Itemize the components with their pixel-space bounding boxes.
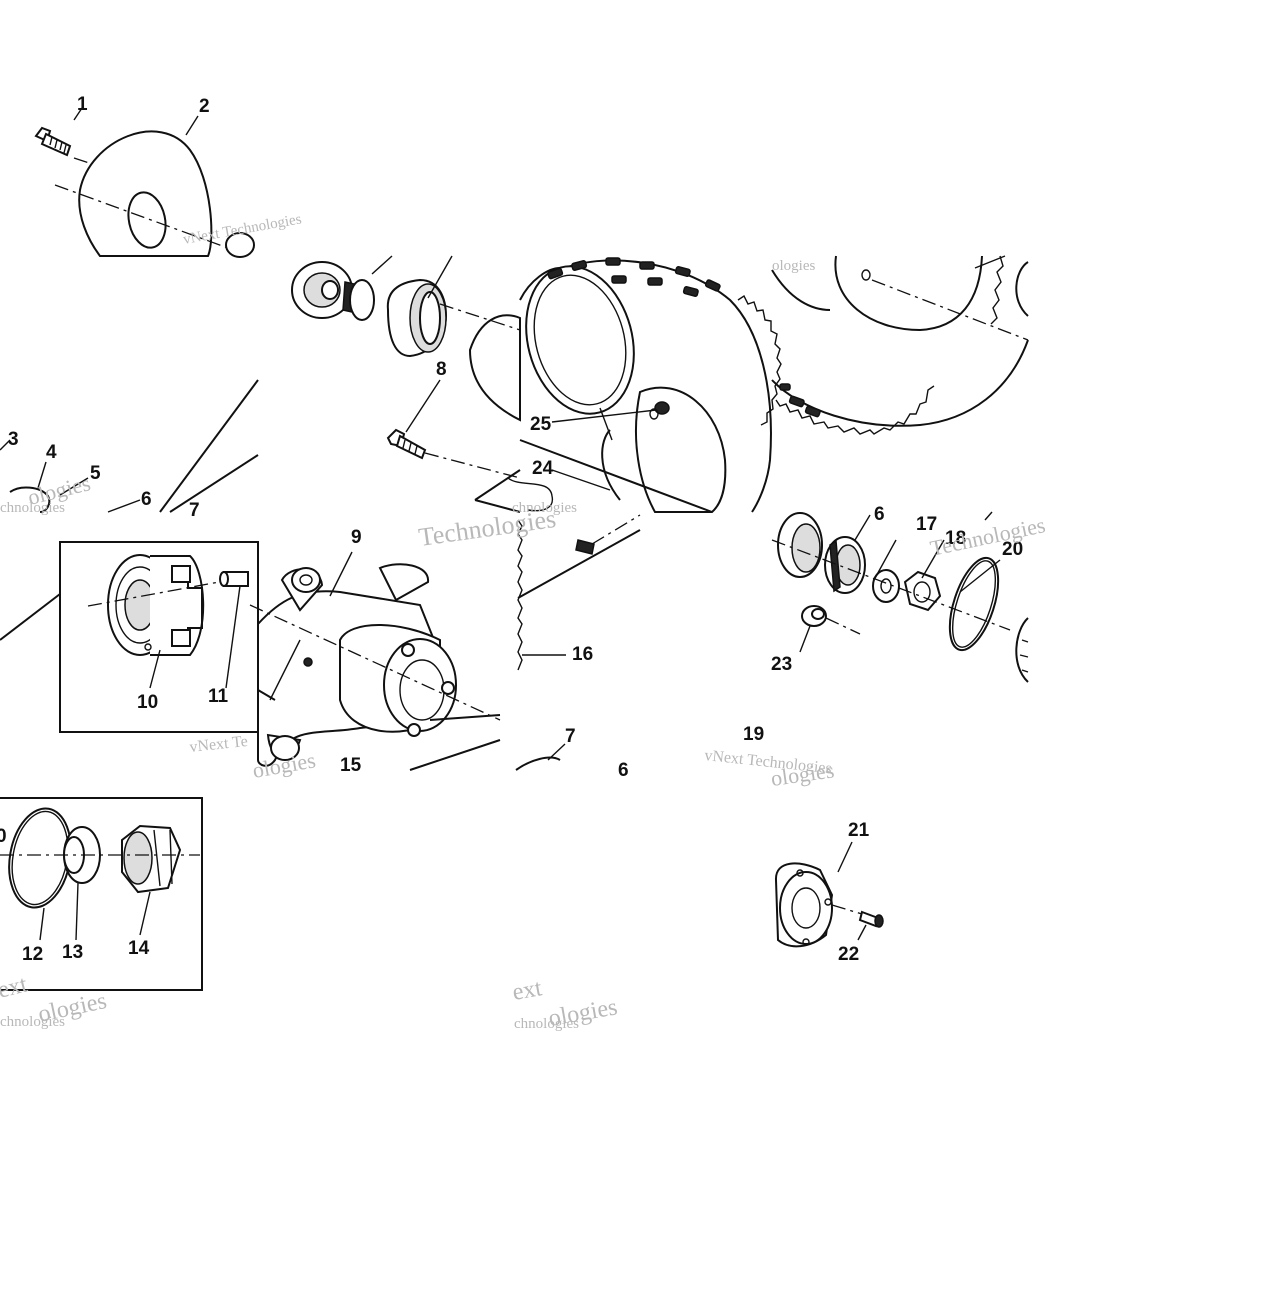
tire-part: [468, 257, 782, 513]
watermark-text: ologies: [547, 994, 620, 1032]
callout-23: 23: [771, 654, 792, 675]
callout-16: 16: [572, 644, 593, 665]
inset-frame-bottom: [0, 797, 203, 991]
callout-11: 11: [208, 686, 229, 707]
axis-line: [54, 184, 251, 257]
callout-6b: 6: [618, 760, 629, 781]
bolt-part-1: [34, 126, 72, 157]
callout-13: 13: [62, 942, 83, 963]
bolt-part-8: [386, 428, 427, 460]
tire-side-part: [771, 255, 1029, 435]
callout-21: 21: [848, 820, 870, 841]
callout-1: 1: [77, 94, 88, 115]
callout-24: 24: [532, 458, 554, 479]
callout-7b: 7: [565, 726, 576, 747]
bearing-cone-part-right: [824, 536, 866, 594]
bolt-part-22: [858, 910, 884, 928]
callout-3: 3: [8, 429, 19, 450]
watermark-text: vNext Te: [189, 733, 249, 756]
callout-19: 19: [743, 724, 764, 745]
pin-part-11: [219, 571, 249, 587]
hub-cap-part-21: [774, 862, 834, 948]
callout-6c: 6: [874, 504, 885, 525]
callout-5: 5: [90, 463, 101, 484]
drive-coupler-part-10: [107, 554, 205, 656]
o-ring-part-20: [948, 556, 1000, 652]
callout-10: 10: [137, 692, 158, 713]
callout-8: 8: [436, 359, 447, 380]
callout-14: 14: [128, 938, 150, 959]
callout-4: 4: [46, 442, 57, 463]
watermark-text: ologies: [36, 988, 109, 1028]
callout-7: 7: [189, 500, 200, 521]
watermark-text: ext: [0, 971, 30, 1003]
thrust-washer-part-2: [78, 130, 213, 257]
grease-fitting-part-23: [801, 605, 827, 627]
hub-part-9: [257, 563, 457, 767]
callout-22: 22: [838, 944, 859, 965]
valve-stem-part: [575, 539, 595, 555]
callout-0: 0: [0, 826, 7, 847]
callout-15: 15: [340, 755, 362, 776]
watermark-text: Technologies: [928, 512, 1048, 561]
callout-17: 17: [916, 514, 937, 535]
watermark-text: chnologies: [0, 500, 65, 516]
callout-18: 18: [945, 528, 966, 549]
callout-12: 12: [22, 944, 43, 965]
watermark-text: ologies: [772, 258, 815, 274]
callout-25: 25: [530, 414, 552, 435]
watermark-text: chnologies: [514, 1016, 579, 1032]
watermark-text: chnologies: [512, 500, 577, 516]
watermark-text: ext: [511, 975, 545, 1006]
bearing-cup-part-right: [777, 512, 823, 578]
axle-nut-part-14: [121, 824, 182, 894]
callout-20: 20: [1002, 539, 1023, 560]
bearing-cup-part: [386, 278, 448, 358]
bearing-cone-part: [291, 261, 375, 321]
callout-2: 2: [199, 96, 210, 117]
washer-part-17: [872, 569, 900, 603]
watermark-text: chnologies: [0, 1014, 65, 1030]
callout-9: 9: [351, 527, 362, 548]
callout-6: 6: [141, 489, 152, 510]
